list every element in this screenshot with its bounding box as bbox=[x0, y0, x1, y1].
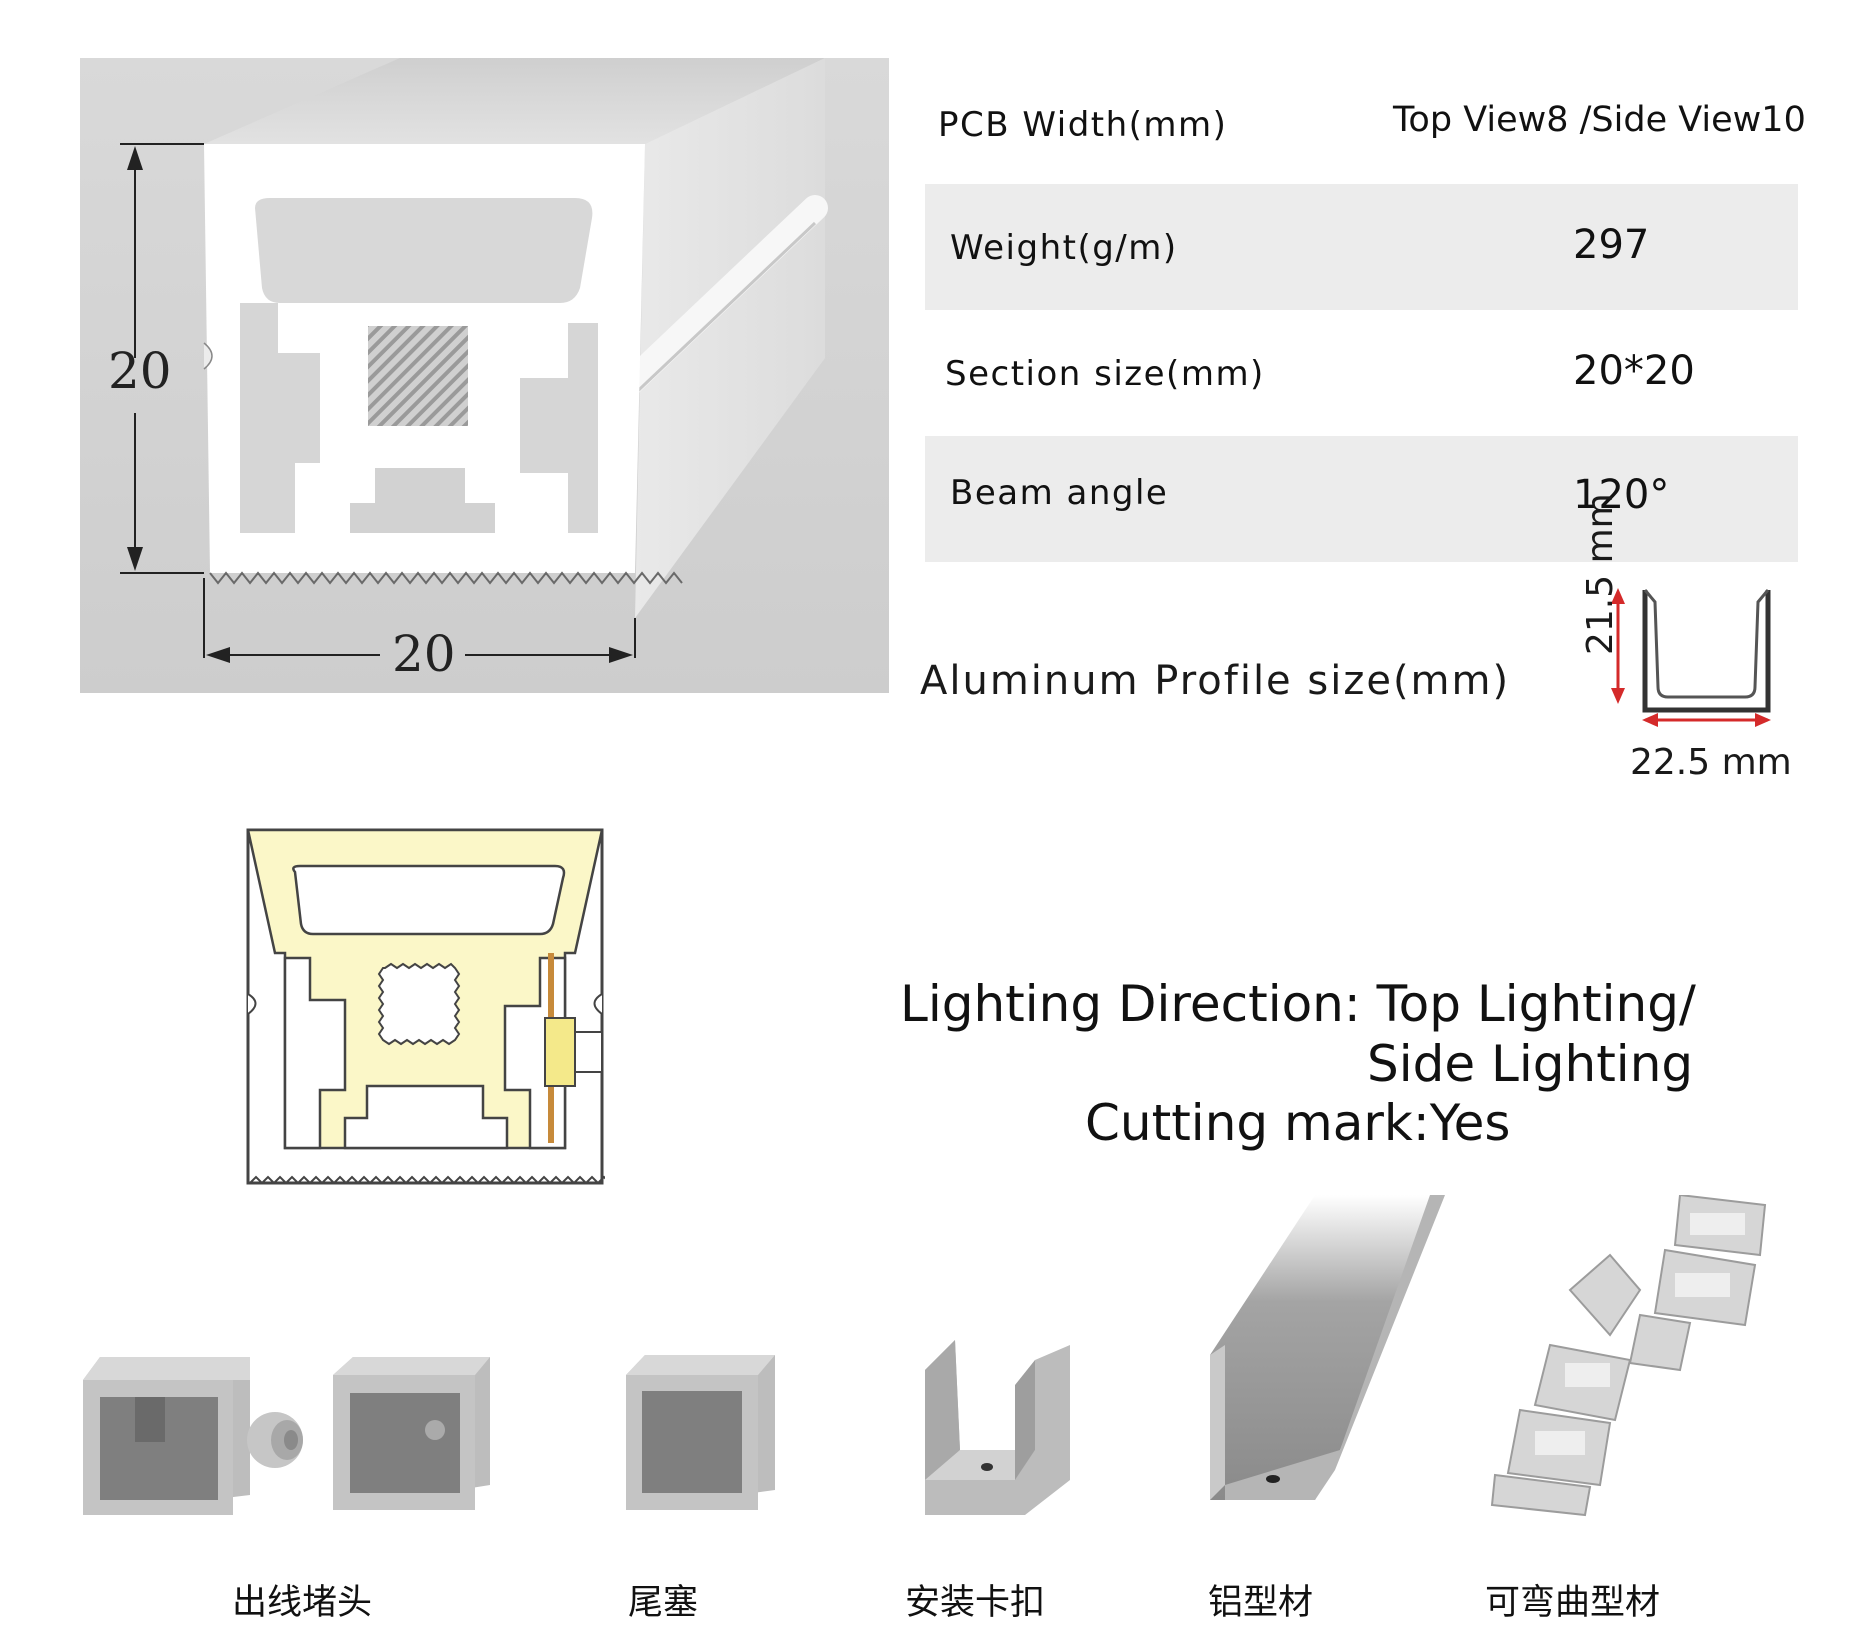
spec-row-beam-angle bbox=[925, 436, 1798, 562]
flexible-profile-icon bbox=[1490, 1195, 1785, 1525]
spec-label-beam-angle: Beam angle bbox=[950, 473, 1169, 513]
spec-value-pcb-width: Top View8 /Side View10 bbox=[1393, 100, 1806, 140]
spec-label-pcb-width: PCB Width(mm) bbox=[938, 105, 1228, 145]
spec-value-section-size: 20*20 bbox=[1573, 348, 1695, 394]
accessory-label-mounting-clip: 安装卡扣 bbox=[905, 1583, 1046, 1623]
end-plug-icon bbox=[620, 1345, 780, 1520]
accessory-label-end-plug: 尾塞 bbox=[628, 1583, 699, 1623]
lighting-direction-line1: Lighting Direction: Top Lighting/ bbox=[900, 975, 1696, 1033]
accessory-label-cable-end-cap: 出线堵头 bbox=[232, 1583, 373, 1623]
accessory-label-flexible-profile: 可弯曲型材 bbox=[1485, 1583, 1661, 1623]
lighting-cross-section bbox=[245, 828, 605, 1188]
mounting-clip-icon bbox=[905, 1340, 1085, 1530]
section-width-label: 20 bbox=[392, 625, 456, 683]
aluminum-profile-icon bbox=[1205, 1195, 1450, 1515]
cutting-mark: Cutting mark:Yes bbox=[1085, 1094, 1511, 1152]
product-3d-section bbox=[80, 58, 889, 693]
profile-height-label: 21.5 mm bbox=[1580, 493, 1621, 655]
spec-value-beam-angle: 120° bbox=[1573, 472, 1670, 518]
spec-value-weight: 297 bbox=[1573, 222, 1650, 268]
spec-label-weight: Weight(g/m) bbox=[950, 228, 1178, 268]
aluminum-profile-diagram bbox=[1590, 582, 1790, 732]
cable-end-cap-icon bbox=[75, 1345, 505, 1525]
spec-row-weight bbox=[925, 184, 1798, 310]
section-height-label: 20 bbox=[108, 342, 172, 400]
lighting-direction-line2: Side Lighting bbox=[1367, 1035, 1694, 1093]
accessory-label-aluminum-profile: 铝型材 bbox=[1208, 1583, 1314, 1623]
spec-label-section-size: Section size(mm) bbox=[945, 354, 1265, 394]
profile-width-label: 22.5 mm bbox=[1630, 742, 1792, 783]
aluminum-profile-label: Aluminum Profile size(mm) bbox=[920, 658, 1511, 704]
